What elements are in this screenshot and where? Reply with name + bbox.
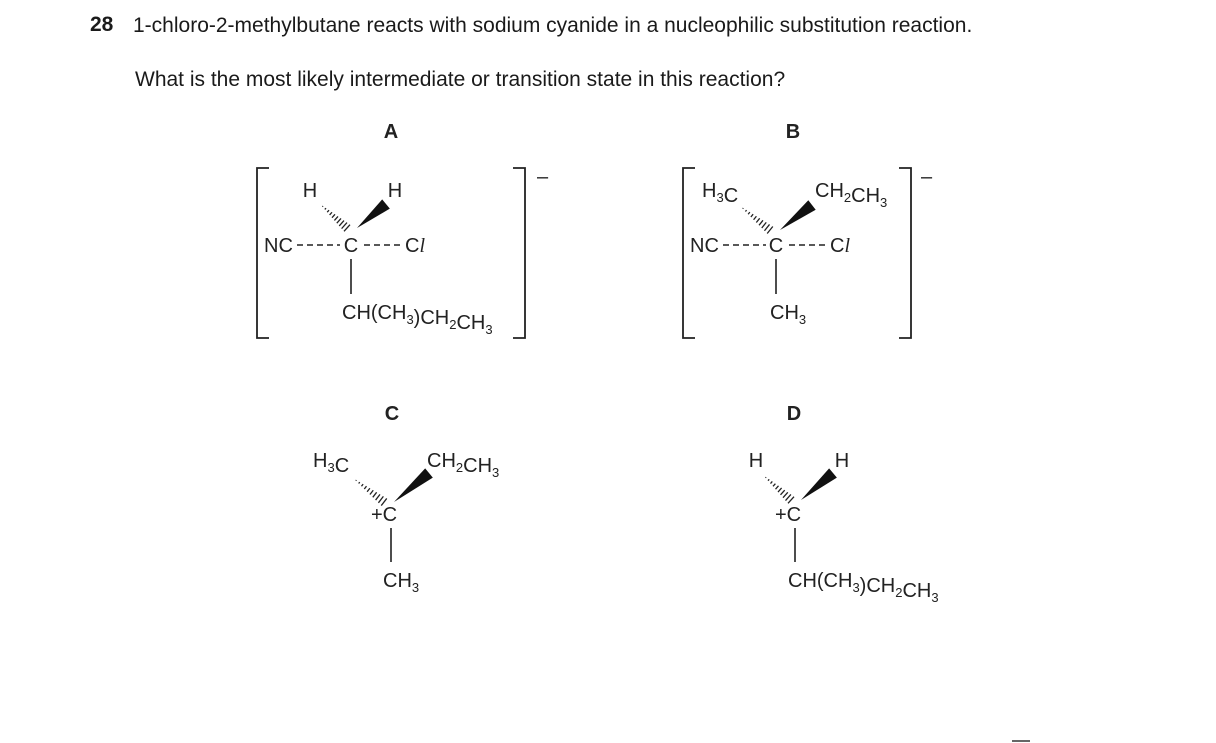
bold-wedge-bond <box>780 200 816 230</box>
right-bracket <box>899 167 912 339</box>
nucleophile: NC <box>690 235 719 257</box>
left-bracket <box>256 167 269 339</box>
bottom-group: CH3 <box>383 570 419 595</box>
wedge-group: CH2CH3 <box>815 180 887 210</box>
left-bracket <box>682 167 695 339</box>
right-bracket <box>513 167 526 339</box>
hash-group: H <box>303 180 317 202</box>
hashed-wedge-bond <box>355 479 388 506</box>
option-d: D H H +C CH(CH3)CH2CH3 <box>749 403 939 605</box>
charge-sign: – <box>921 166 933 188</box>
hashed-wedge-bond <box>765 476 795 504</box>
wedge-group: H <box>835 450 849 472</box>
leaving-group: Cl <box>405 235 425 257</box>
option-c: C H3C CH2CH3 +C CH3 <box>313 403 499 595</box>
bold-wedge-bond <box>394 468 433 502</box>
wedge-group: H <box>388 180 402 202</box>
question-number: 28 <box>90 13 114 36</box>
hash-group: H3C <box>702 180 738 207</box>
nucleophile: NC <box>264 235 293 257</box>
carbocation-center: +C <box>775 504 801 526</box>
option-c-label: C <box>385 403 399 425</box>
bold-wedge-bond <box>801 468 837 500</box>
central-carbon: C <box>769 235 783 257</box>
option-b-label: B <box>786 121 800 143</box>
bottom-group: CH(CH3)CH2CH3 <box>342 302 493 337</box>
question-text: 1-chloro-2-methylbutane reacts with sodi… <box>133 14 973 37</box>
hash-group: H <box>749 450 763 472</box>
bold-wedge-bond <box>357 199 390 228</box>
leaving-group: Cl <box>830 235 850 257</box>
bottom-group: CH3 <box>770 302 806 327</box>
hashed-wedge-bond <box>742 207 774 234</box>
carbocation-center: +C <box>371 504 397 526</box>
wedge-group: CH2CH3 <box>427 450 499 480</box>
charge-sign: – <box>537 166 549 188</box>
bottom-group: CH(CH3)CH2CH3 <box>788 570 939 605</box>
option-a-label: A <box>384 121 398 143</box>
option-d-label: D <box>787 403 801 425</box>
central-carbon: C <box>344 235 358 257</box>
question-prompt: What is the most likely intermediate or … <box>135 68 786 91</box>
hash-group: H3C <box>313 450 349 477</box>
hashed-wedge-bond <box>321 205 351 232</box>
